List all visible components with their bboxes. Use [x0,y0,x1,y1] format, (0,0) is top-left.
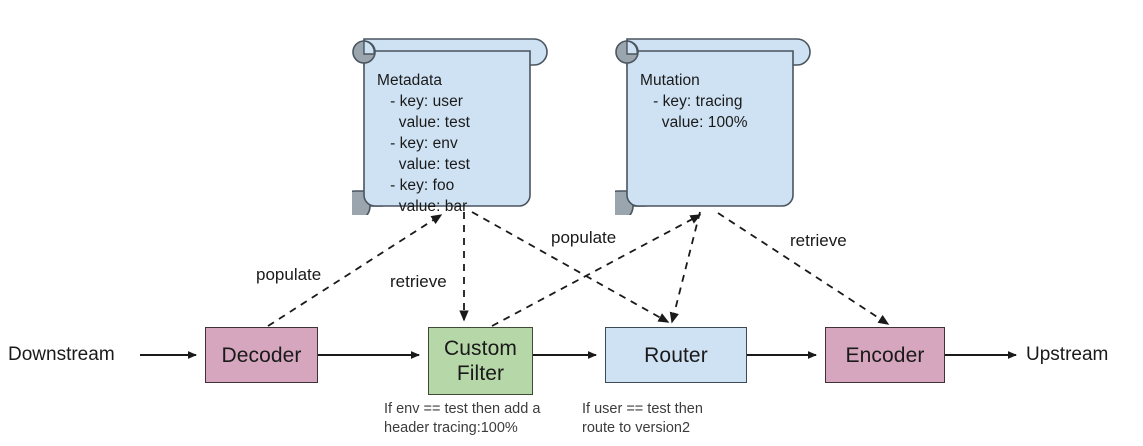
node-custom-filter-label-line1: Custom [444,337,517,360]
label-downstream: Downstream [8,344,115,365]
caption-custom-filter: If env == test then add a header tracing… [384,401,541,436]
scroll-mutation: Mutation - key: tracing value: 100% [615,33,821,215]
edge-customfilter-mutation-populate [491,214,702,327]
edge-mutation-router [669,211,701,324]
scroll-mutation-text: Mutation - key: tracing value: 100% [640,72,748,131]
node-decoder[interactable]: Decoder [205,327,318,383]
node-router[interactable]: Router [605,327,747,383]
edge-label-populate-right: populate [551,228,617,247]
node-decoder-label: Decoder [221,343,302,367]
edge-metadata-router [471,211,670,323]
edge-label-retrieve-left: retrieve [390,272,447,291]
node-encoder-label: Encoder [845,343,925,367]
scroll-mutation-shape [615,38,811,215]
node-custom-filter-label-line2: Filter [456,362,505,385]
edge-decoder-metadata-populate [267,214,443,327]
edge-label-retrieve-right: retrieve [790,231,847,250]
node-encoder[interactable]: Encoder [825,327,945,383]
node-router-label: Router [644,343,708,367]
edge-label-populate-left: populate [256,265,322,284]
caption-router: If user == test then route to version2 [582,401,703,436]
edge-mutation-encoder-retrieve [717,212,890,325]
scroll-metadata-text: Metadata - key: user value: test - key: … [377,72,470,215]
label-upstream: Upstream [1026,344,1109,365]
scroll-metadata: Metadata - key: user value: test - key: … [352,33,558,215]
node-custom-filter[interactable]: Custom Filter [428,327,533,395]
scroll-metadata-shape [352,38,548,215]
